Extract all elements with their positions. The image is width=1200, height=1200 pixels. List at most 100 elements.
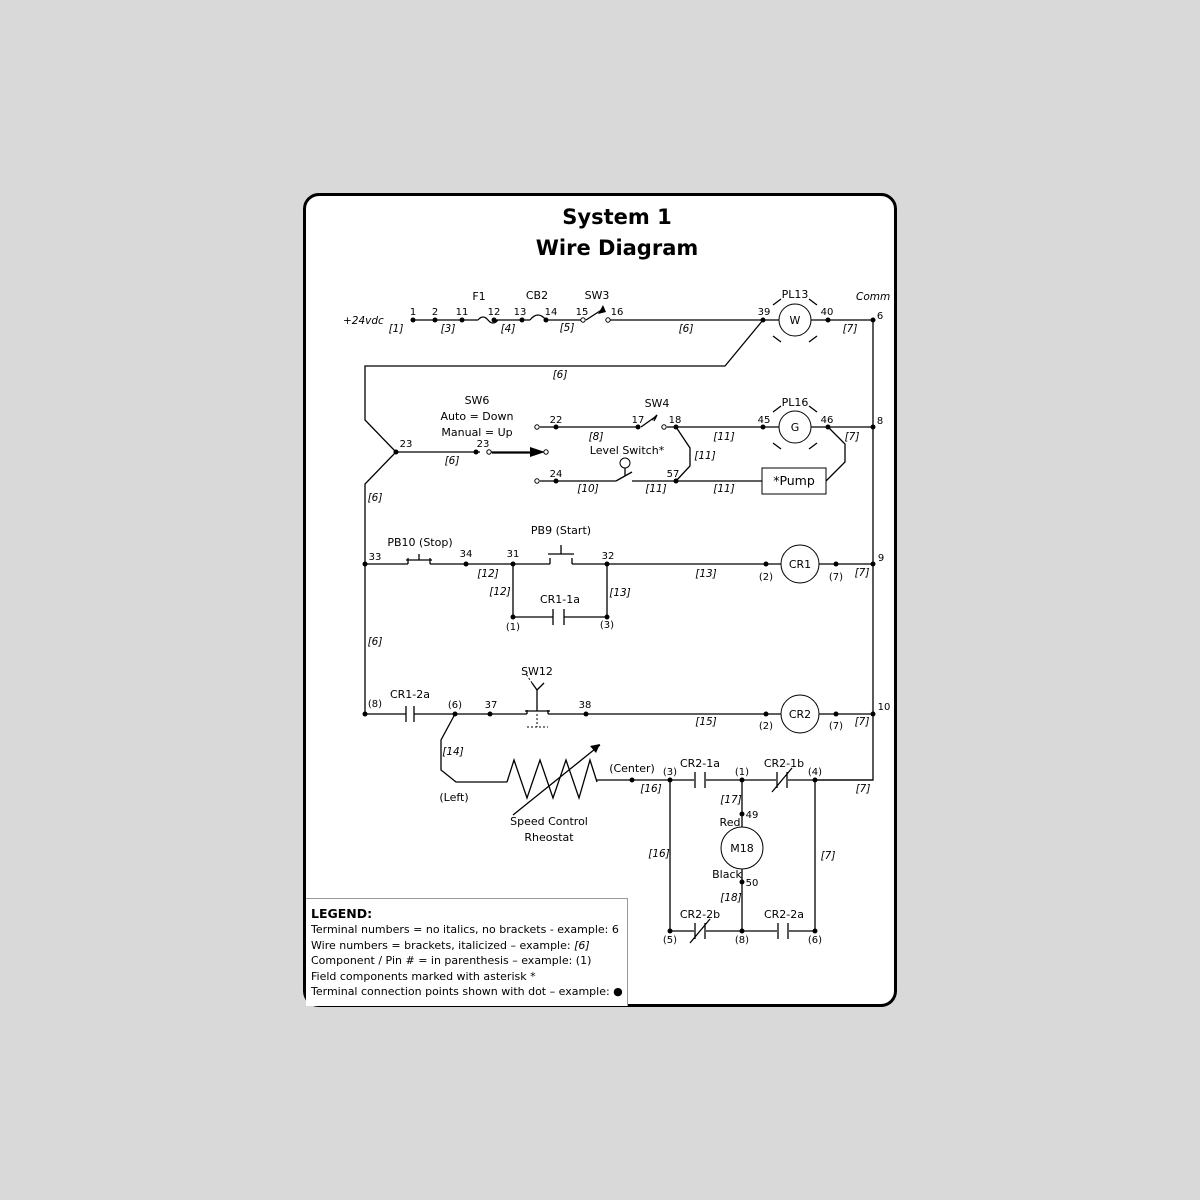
pin: (1) xyxy=(735,767,749,778)
wire-number: [6] xyxy=(368,492,383,504)
cr2-1a-label: CR2-1a xyxy=(680,757,720,770)
terminal: 17 xyxy=(632,415,645,426)
rung-1: W PL13 +24vdc Comm F1 CB2 SW3 1 2 11 12 … xyxy=(343,288,890,714)
wire-number: [14] xyxy=(442,746,464,758)
pin: (7) xyxy=(829,572,843,583)
terminal: 45 xyxy=(758,415,771,426)
pl13-letter: W xyxy=(790,314,801,327)
sw12-label: SW12 xyxy=(521,665,553,678)
pin: (2) xyxy=(759,721,773,732)
terminal: 46 xyxy=(821,415,834,426)
wire-number: [11] xyxy=(645,483,667,495)
rheostat-label-1: Speed Control xyxy=(510,815,588,828)
pl16-letter: G xyxy=(791,421,800,434)
legend-wires-text: Wire numbers = brackets, italicized – ex… xyxy=(311,938,575,952)
terminal: 15 xyxy=(576,307,589,318)
pin: (6) xyxy=(448,700,462,711)
wire-number: [11] xyxy=(713,483,735,495)
cr2-2b-label: CR2-2b xyxy=(680,908,720,921)
terminal: 6 xyxy=(877,311,883,322)
terminal: 10 xyxy=(878,702,891,713)
rung-3: CR1 PB10 (Stop) PB9 (Start) 33 34 31 32 … xyxy=(362,524,884,648)
wire-number: [7] xyxy=(843,323,858,335)
terminal: 31 xyxy=(507,549,520,560)
wire-number: [16] xyxy=(648,848,670,860)
wire-number: [4] xyxy=(501,323,516,335)
terminal: 49 xyxy=(746,810,759,821)
terminal: 9 xyxy=(878,553,884,564)
terminal: 34 xyxy=(460,549,473,560)
rung-4: CR2 CR1-2a SW12 (8) (6) 37 38 10 (2) (7)… xyxy=(362,665,891,734)
wire-number: [11] xyxy=(713,431,735,443)
f1-label: F1 xyxy=(472,290,485,303)
wire-number: [7] xyxy=(855,567,870,579)
supply-common: Comm xyxy=(856,291,890,303)
legend-box: LEGEND: Terminal numbers = no italics, n… xyxy=(306,898,628,1006)
terminal: 12 xyxy=(488,307,501,318)
diagram-title-line2: Wire Diagram xyxy=(536,236,699,260)
sw4-label: SW4 xyxy=(645,397,670,410)
terminal: 8 xyxy=(877,416,883,427)
wire-number: [6] xyxy=(368,636,383,648)
terminal: 38 xyxy=(579,700,592,711)
wire-number: [7] xyxy=(855,716,870,728)
pin: (2) xyxy=(759,572,773,583)
terminal: 40 xyxy=(821,307,834,318)
cr2-1b-label: CR2-1b xyxy=(764,757,804,770)
legend-line-dots: Terminal connection points shown with do… xyxy=(311,985,623,999)
legend-line-field: Field components marked with asterisk * xyxy=(311,969,536,983)
supply-positive: +24vdc xyxy=(343,315,384,327)
wire-number: [13] xyxy=(695,568,717,580)
terminal: 24 xyxy=(550,469,563,480)
pl13-label: PL13 xyxy=(782,288,809,301)
cr1-2a-label: CR1-2a xyxy=(390,688,430,701)
wire-number: [17] xyxy=(720,794,742,806)
terminal: 57 xyxy=(667,469,680,480)
motor-black-lead: Black xyxy=(712,868,742,881)
terminal: 13 xyxy=(514,307,527,318)
terminal: 23 xyxy=(477,439,490,450)
pin: (1) xyxy=(506,622,520,633)
wire-number: [7] xyxy=(821,850,836,862)
pin: (3) xyxy=(600,620,614,631)
pin: (7) xyxy=(829,721,843,732)
wire-number: [6] xyxy=(553,369,568,381)
terminal: 37 xyxy=(485,700,498,711)
pl16-label: PL16 xyxy=(782,396,809,409)
wire-number: [5] xyxy=(560,322,575,334)
terminal: 1 xyxy=(410,307,416,318)
terminal: 2 xyxy=(432,307,438,318)
terminal: 32 xyxy=(602,551,615,562)
wire-number: [12] xyxy=(477,568,499,580)
rheostat-center-label: (Center) xyxy=(609,762,655,775)
wire-number: [7] xyxy=(856,783,871,795)
pin: (8) xyxy=(368,699,382,710)
cb2-label: CB2 xyxy=(526,289,548,302)
terminal: 18 xyxy=(669,415,682,426)
legend-line-wires: Wire numbers = brackets, italicized – ex… xyxy=(311,938,627,954)
rung-2: SW6 Auto = Down Manual = Up 23 23 [6] SW… xyxy=(368,394,884,504)
wire-number: [7] xyxy=(845,431,860,443)
terminal: 11 xyxy=(456,307,469,318)
pin: (3) xyxy=(663,767,677,778)
wire-number: [10] xyxy=(577,483,599,495)
legend-wires-example: [6] xyxy=(574,938,590,952)
wire-number: [11] xyxy=(694,450,716,462)
rheostat-left-label: (Left) xyxy=(439,791,468,804)
wire-number: [15] xyxy=(695,716,717,728)
terminal: 50 xyxy=(746,878,759,889)
legend-line-components: Component / Pin # = in parenthesis – exa… xyxy=(311,954,592,968)
pin: (4) xyxy=(808,767,822,778)
pin: (8) xyxy=(735,935,749,946)
cr2-2a-label: CR2-2a xyxy=(764,908,804,921)
level-switch-label: Level Switch* xyxy=(590,444,665,457)
terminal: 14 xyxy=(545,307,558,318)
wire-number: [3] xyxy=(441,323,456,335)
cr1-coil-label: CR1 xyxy=(789,558,811,571)
m18-label: M18 xyxy=(730,842,754,855)
wire-number: [6] xyxy=(679,323,694,335)
wire-number: [12] xyxy=(489,586,511,598)
legend-line-terminals: Terminal numbers = no italics, no bracke… xyxy=(311,923,619,936)
wire-number: [13] xyxy=(609,587,631,599)
